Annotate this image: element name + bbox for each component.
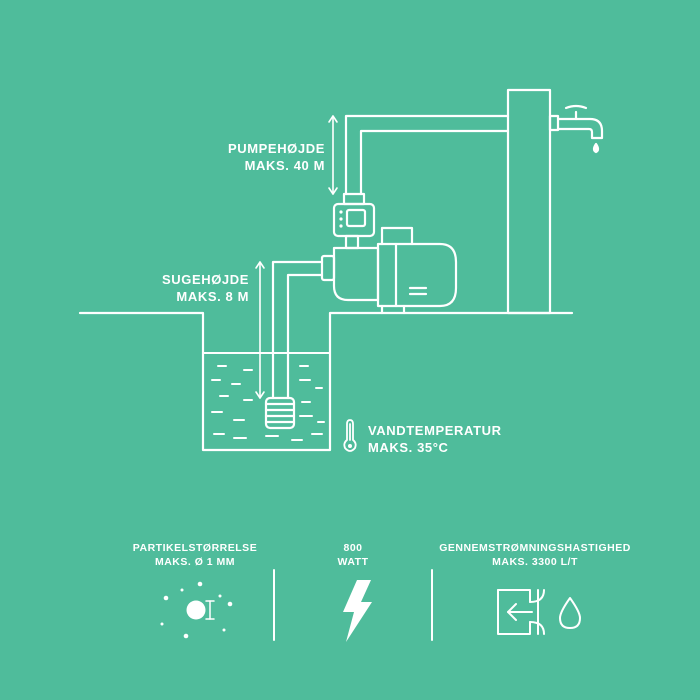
suction-height-arrow [255, 261, 265, 399]
well-water [202, 352, 331, 441]
faucet [548, 104, 604, 154]
spec-flow-rate-value: MAKS. 3300 L/T [492, 556, 578, 568]
pump-height-title: PUMPEHØJDE [227, 141, 325, 156]
ground-line [78, 311, 574, 452]
spec-power-value: WATT [337, 556, 369, 568]
spec-flow-rate: GENNEMSTRØMNINGSHASTIGHED MAKS. 3300 L/T [430, 541, 640, 569]
spec-flow-rate-title: GENNEMSTRØMNINGSHASTIGHED [439, 542, 631, 554]
thermometer-icon [343, 419, 357, 452]
spec-particle-size-title: PARTIKELSTØRRELSE [132, 542, 258, 554]
suction-pipe [271, 260, 324, 400]
water-temp-title: VANDTEMPERATUR [368, 423, 502, 438]
tap-post [506, 88, 552, 315]
spec-power-title: 800 [343, 542, 363, 554]
suction-height-value: MAKS. 8 M [176, 289, 249, 304]
pump-height-arrow [328, 115, 338, 195]
pump-height-label: PUMPEHØJDE MAKS. 40 M [228, 140, 325, 174]
pump [320, 226, 458, 315]
lightning-bolt-icon [343, 580, 372, 642]
strainer [264, 396, 296, 430]
suction-height-label: SUGEHØJDE MAKS. 8 M [162, 271, 249, 305]
spec-power: 800 WATT [318, 541, 388, 569]
pressure-switch [332, 192, 376, 250]
spec-particle-size: PARTIKELSTØRRELSE MAKS. Ø 1 MM [125, 541, 265, 569]
water-temp-label: VANDTEMPERATUR MAKS. 35°C [368, 422, 502, 456]
flow-rate-icon [497, 589, 581, 635]
particle-size-icon [160, 581, 233, 639]
spec-particle-size-value: MAKS. Ø 1 MM [154, 556, 236, 568]
discharge-pipe [344, 114, 510, 196]
pump-height-value: MAKS. 40 M [244, 158, 325, 173]
water-temp-value: MAKS. 35°C [368, 440, 449, 455]
suction-height-title: SUGEHØJDE [161, 272, 249, 287]
